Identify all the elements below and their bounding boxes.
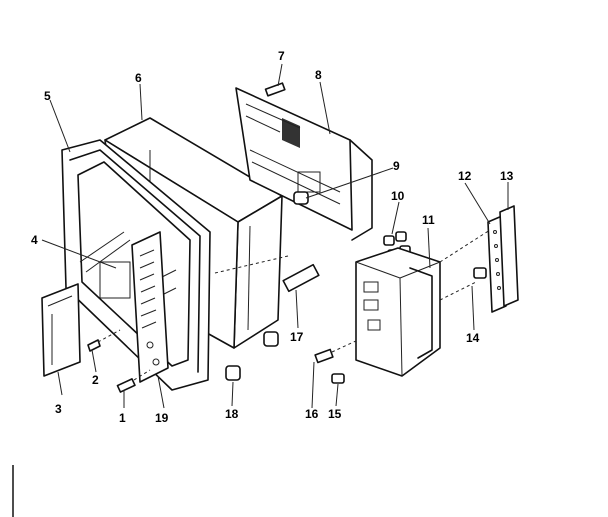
screw-part-14 <box>473 267 487 279</box>
callout-10: 10 <box>391 189 405 203</box>
screw-part-1 <box>116 369 151 393</box>
back-cover-part <box>235 87 373 241</box>
screw-part-15 <box>331 373 345 384</box>
bracket-part-3 <box>41 283 81 377</box>
plug-part-9 <box>293 191 309 205</box>
control-panel-part <box>131 231 169 383</box>
circuit-board-part-11 <box>355 229 491 377</box>
screw-part-16 <box>314 339 359 364</box>
callout-1: 1 <box>119 411 126 425</box>
callout-9: 9 <box>393 159 400 173</box>
screw-part-2 <box>87 329 121 352</box>
callout-5: 5 <box>44 89 51 103</box>
callout-15: 15 <box>328 407 342 421</box>
screw-part-7 <box>264 82 286 97</box>
callout-13: 13 <box>500 169 514 183</box>
callout-2: 2 <box>92 373 99 387</box>
callout-6: 6 <box>135 71 142 85</box>
callout-3: 3 <box>55 402 62 416</box>
callout-17: 17 <box>290 330 304 344</box>
callout-4: 4 <box>31 233 38 247</box>
callout-18: 18 <box>225 407 239 421</box>
foot-part-cabinet <box>263 331 279 347</box>
callout-12: 12 <box>458 169 472 183</box>
callout-14: 14 <box>466 331 480 345</box>
connector-part-17 <box>282 263 320 293</box>
callout-19: 19 <box>155 411 169 425</box>
bracket-part-13 <box>499 205 519 307</box>
leader-lines <box>41 63 509 409</box>
callout-11: 11 <box>422 213 435 227</box>
callout-16: 16 <box>305 407 319 421</box>
foot-part-18 <box>225 365 241 381</box>
callout-8: 8 <box>315 68 322 82</box>
callout-7: 7 <box>278 49 285 63</box>
